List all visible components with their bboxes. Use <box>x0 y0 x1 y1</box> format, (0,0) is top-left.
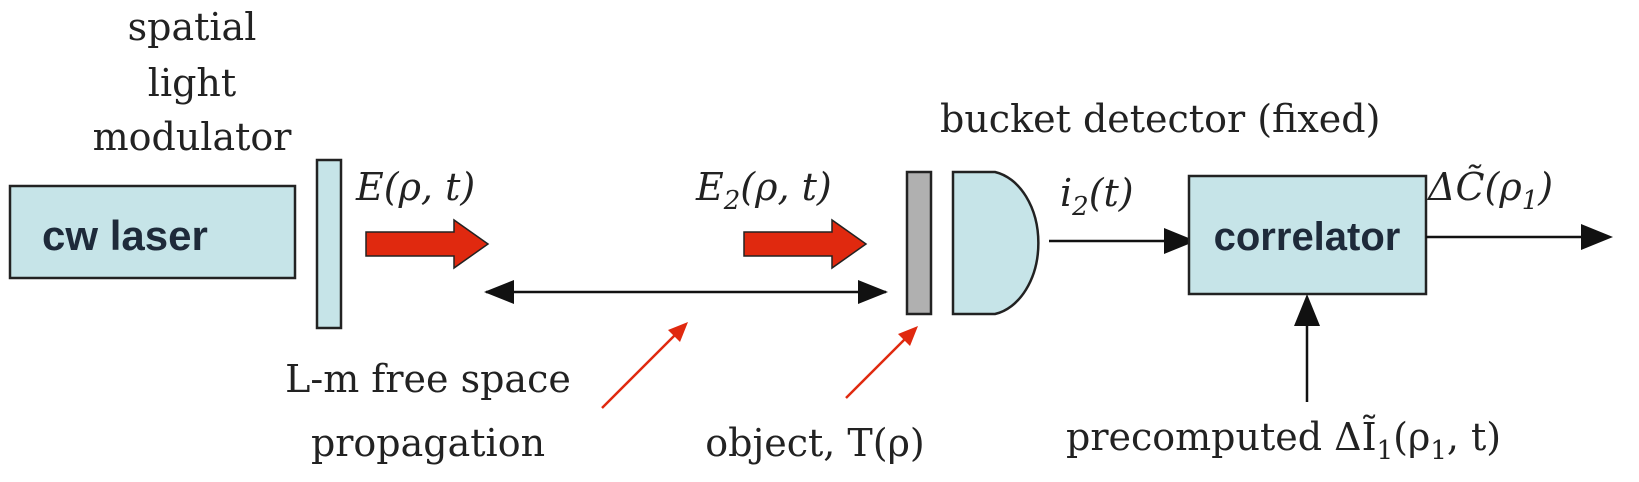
object-label: object, T(ρ) <box>705 421 925 465</box>
slm-label-line3: modulator <box>93 115 293 159</box>
propagation-arrow-left-head <box>484 280 514 304</box>
bucket-detector-label: bucket detector (fixed) <box>940 97 1380 141</box>
bucket-detector <box>951 170 1040 316</box>
i2-label: i2(t) <box>1060 171 1134 222</box>
slm-label-line2: light <box>148 61 236 105</box>
correlator-box <box>1187 174 1428 296</box>
pointer-object-head <box>898 326 918 346</box>
output-arrow-head <box>1581 224 1613 250</box>
field-E-label: E(ρ, t) <box>355 165 475 209</box>
precomputed-arrow-head <box>1294 294 1320 326</box>
slm-plate <box>315 158 343 330</box>
field-E2-label: E2(ρ, t) <box>695 165 832 216</box>
red-arrow-1 <box>365 218 490 270</box>
correlator-label: correlator <box>1214 215 1401 259</box>
precomputed-label: precomputed ΔĨ1(ρ1, t) <box>1066 415 1501 466</box>
pointer-free-space <box>601 333 677 409</box>
signal-arrow-head <box>1164 228 1196 254</box>
red-arrow-2 <box>743 218 868 270</box>
pointer-object <box>845 337 907 399</box>
object-plate <box>905 170 933 316</box>
free-space-label-line2: propagation <box>311 421 545 465</box>
pointer-free-space-head <box>668 322 688 342</box>
propagation-arrow-right-head <box>858 280 888 304</box>
delta-C-label: ΔC̃(ρ1) <box>1426 165 1553 216</box>
free-space-label-line1: L-m free space <box>285 357 571 401</box>
slm-label-line1: spatial <box>128 5 257 49</box>
laser-label: cw laser <box>42 212 208 259</box>
laser-box <box>8 184 297 280</box>
